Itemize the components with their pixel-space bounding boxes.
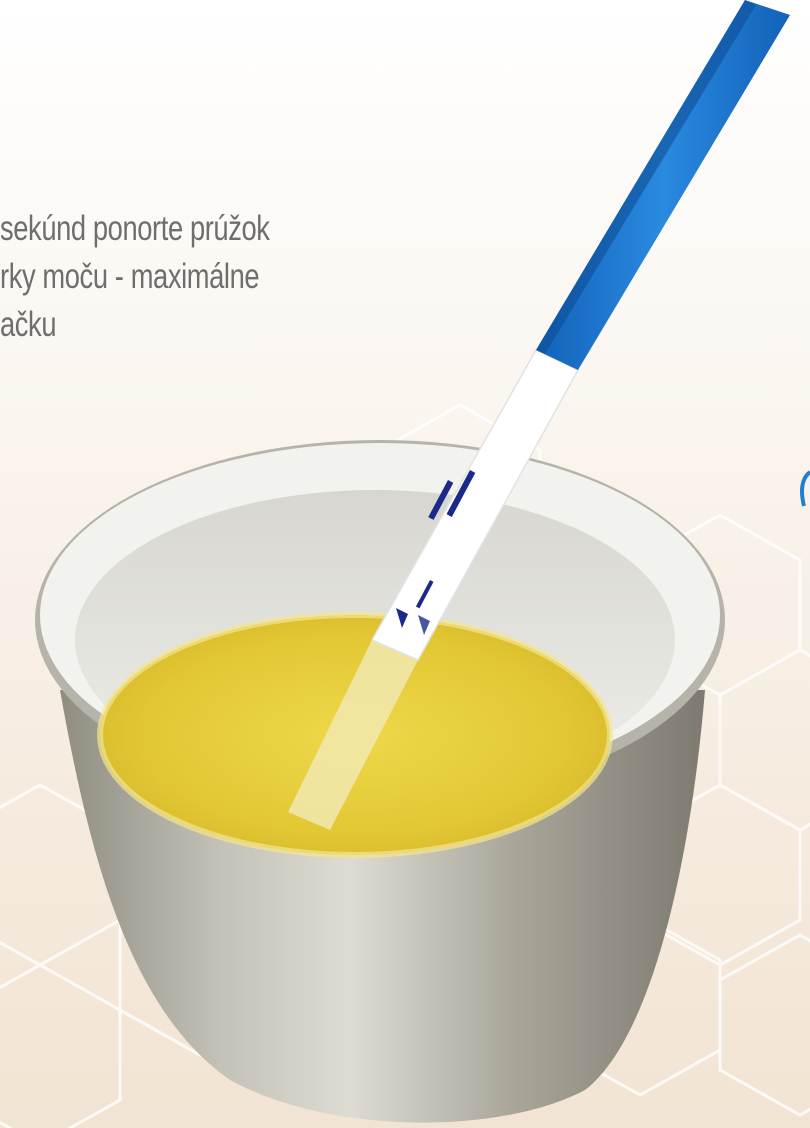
instruction-text: sekúnd ponorte prúžok rky moču - maximál… [0,205,335,349]
instruction-line-1: sekúnd ponorte prúžok [0,209,270,248]
instruction-line-3: ačku [0,305,57,344]
instruction-line-2: rky moču - maximálne [0,257,260,296]
strip-markings [396,470,476,635]
accent-arc-icon [800,470,810,507]
strip-handle [536,0,790,370]
strip-wick [288,640,418,830]
